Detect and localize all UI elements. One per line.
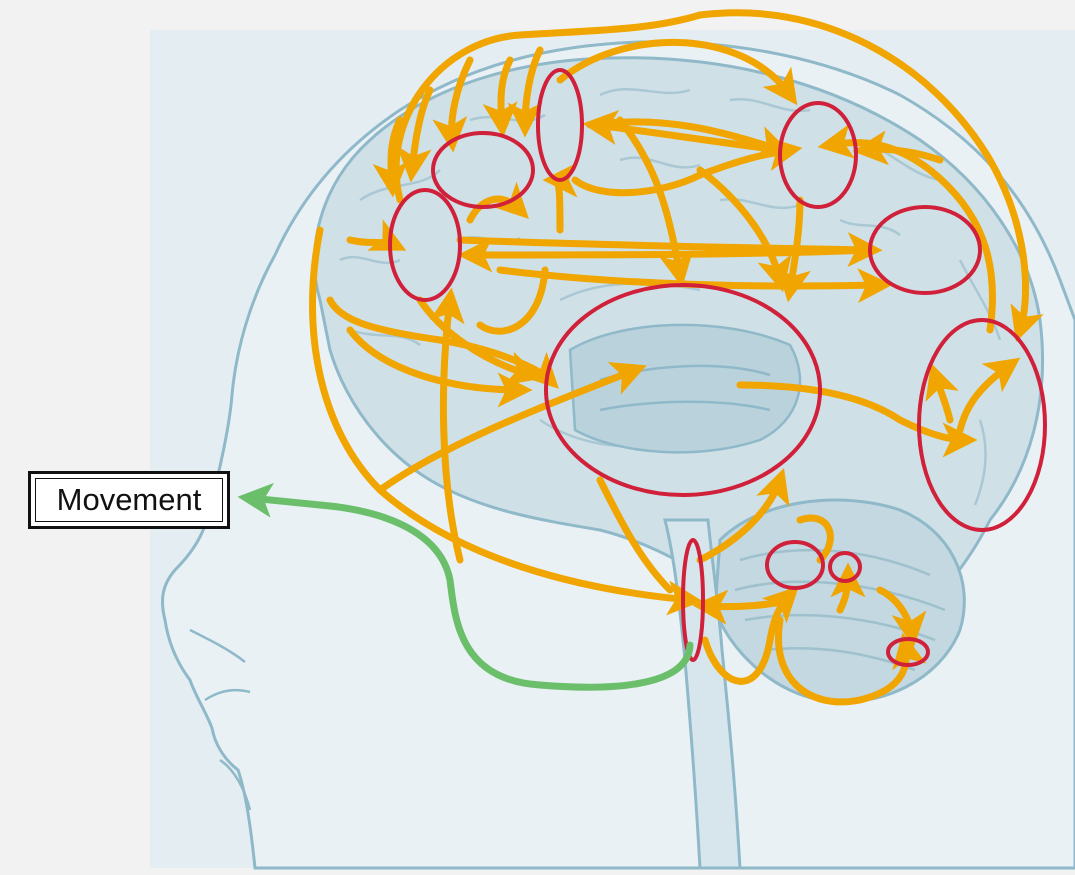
movement-label-box: Movement xyxy=(28,471,230,529)
movement-label: Movement xyxy=(35,478,223,522)
